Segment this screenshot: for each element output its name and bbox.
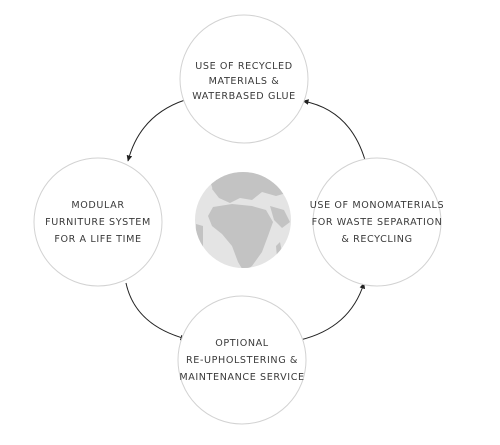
node-recycled-materials-line-1: USE OF RECYCLED (195, 61, 292, 72)
node-modular-furniture-line-2: FURNITURE SYSTEM (45, 217, 151, 228)
node-modular-furniture-line-1: MODULAR (71, 200, 124, 211)
node-monomaterials-line-2: FOR WASTE SEPARATION (312, 217, 443, 228)
node-maintenance-service-line-3: MAINTENANCE SERVICE (179, 372, 304, 383)
node-monomaterials-line-3: & RECYCLING (341, 234, 412, 245)
node-modular-furniture-line-3: FOR A LIFE TIME (54, 234, 141, 245)
node-monomaterials: USE OF MONOMATERIALS FOR WASTE SEPARATIO… (310, 157, 444, 287)
arrow-left-to-bottom (125, 282, 187, 341)
node-maintenance-service-line-1: OPTIONAL (215, 338, 269, 349)
arrow-top-to-left (126, 99, 186, 162)
node-maintenance-service: OPTIONAL RE-UPHOLSTERING & MAINTENANCE S… (177, 295, 307, 425)
node-monomaterials-line-1: USE OF MONOMATERIALS (310, 200, 444, 211)
arrow-bottom-to-right (299, 282, 366, 341)
globe-icon (195, 172, 291, 268)
node-recycled-materials: USE OF RECYCLED MATERIALS & WATERBASED G… (179, 14, 309, 144)
arrow-right-to-top (302, 99, 366, 161)
node-modular-furniture: MODULAR FURNITURE SYSTEM FOR A LIFE TIME (33, 157, 163, 287)
node-recycled-materials-line-2: MATERIALS & (209, 76, 280, 87)
node-maintenance-service-line-2: RE-UPHOLSTERING & (186, 355, 298, 366)
node-recycled-materials-line-3: WATERBASED GLUE (192, 91, 295, 102)
